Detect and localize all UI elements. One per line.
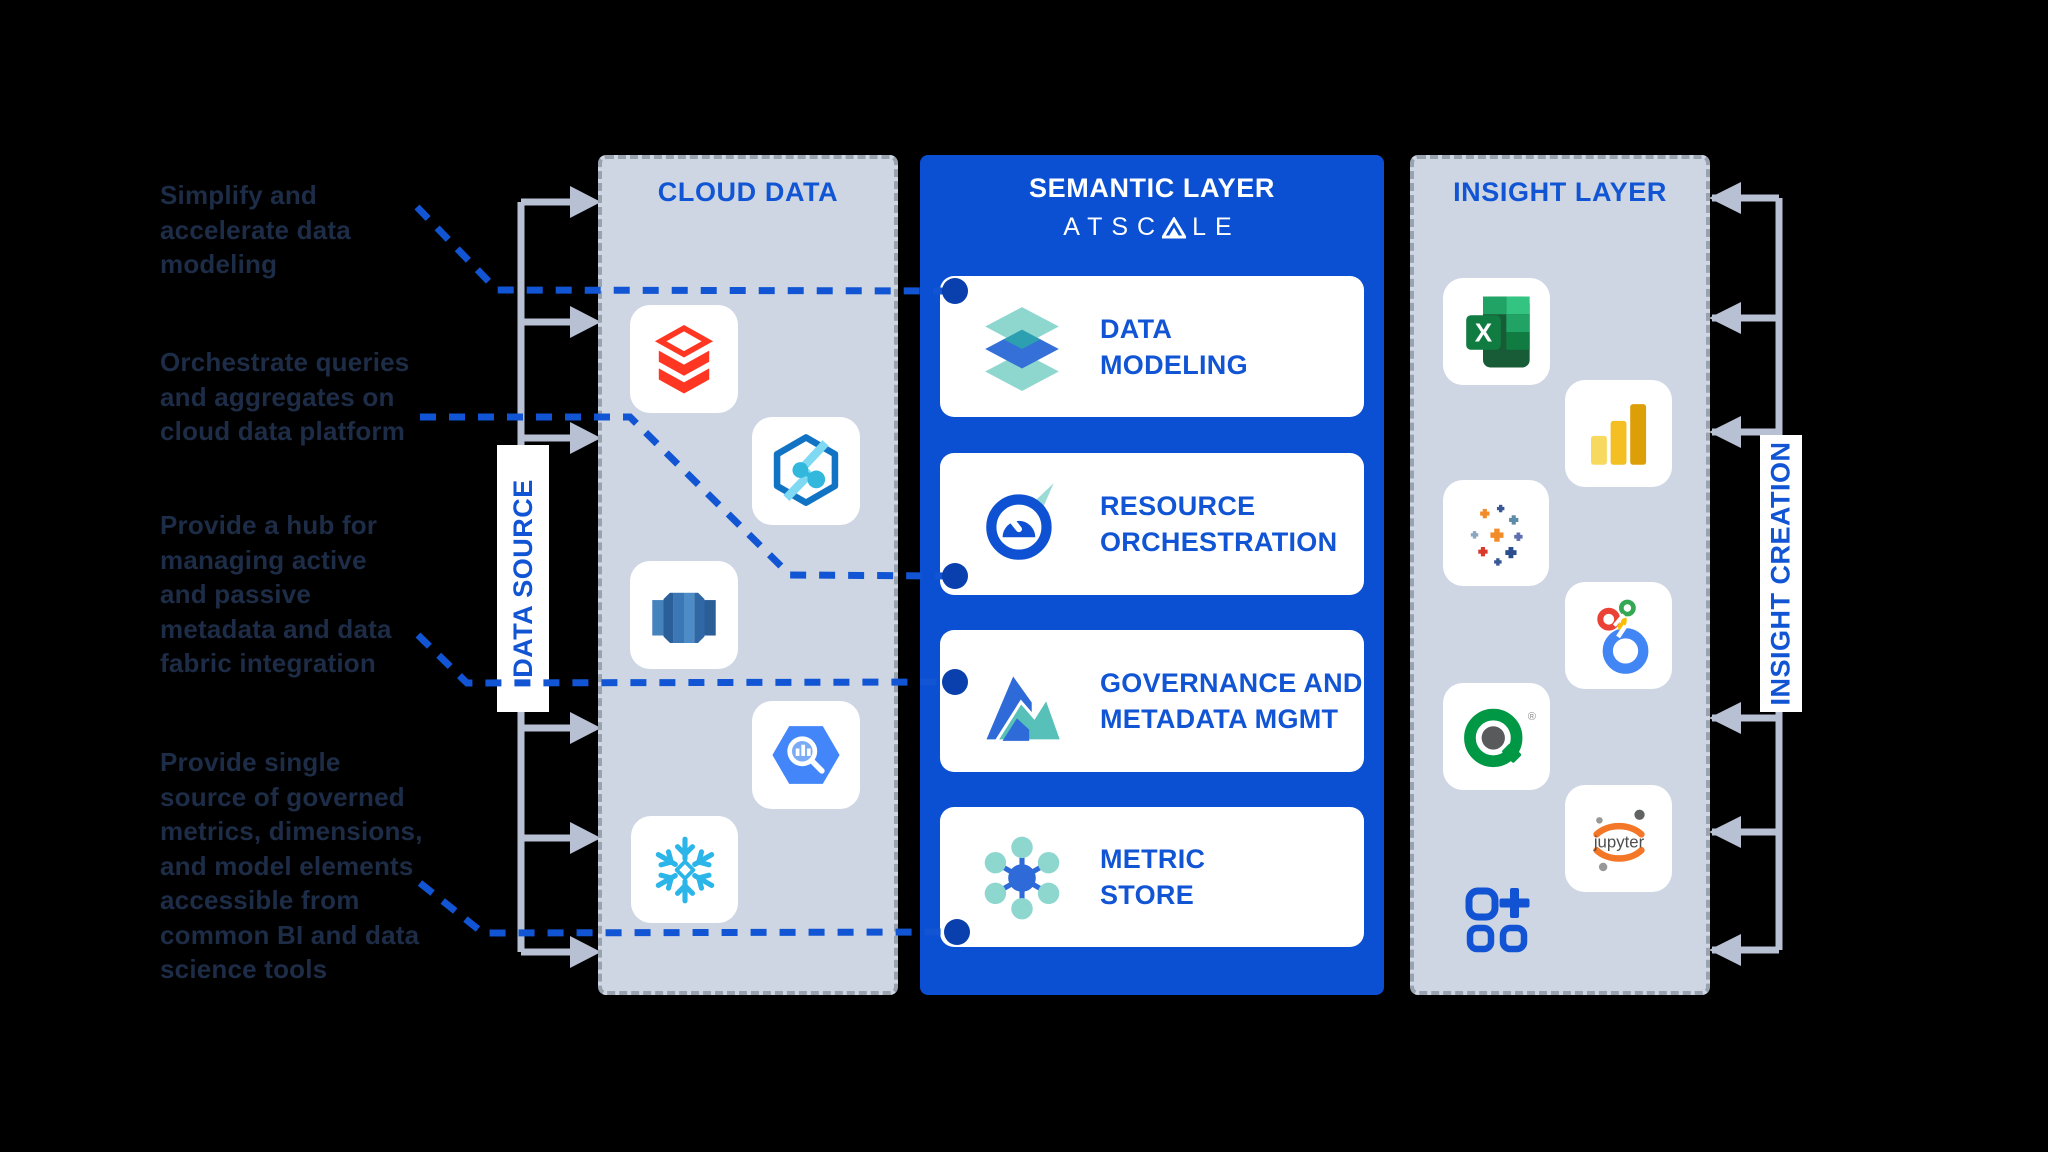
insight-creation-label: INSIGHT CREATION [1760, 435, 1802, 712]
arrowheads [570, 182, 1741, 968]
power-bi-icon [1565, 380, 1672, 487]
note-single-source: Provide single source of governed metric… [160, 747, 423, 984]
atscale-triangle-icon [1162, 216, 1187, 239]
excel-icon: X [1443, 278, 1550, 385]
svg-text:X: X [1474, 317, 1492, 347]
connector-resource-orchestration [420, 413, 949, 580]
connector-metric-store [417, 880, 951, 937]
jupyter-icon: jupyter [1565, 785, 1672, 892]
layered-diamonds-icon [985, 306, 1059, 391]
note-data-modeling: Simplify and accelerate data modeling [160, 180, 351, 279]
hub-spokes-icon [984, 836, 1060, 920]
connector-endpoint-dots [942, 278, 970, 945]
qlik-icon: ® [1443, 683, 1550, 790]
connector-data-modeling [414, 204, 949, 295]
connector-governance [415, 632, 949, 687]
cloud-data-title: CLOUD DATA [657, 177, 839, 207]
databricks-icon [630, 305, 738, 413]
svg-text:®: ® [1527, 711, 1536, 723]
google-bigquery-icon [752, 701, 860, 809]
area-chart-icon [981, 670, 1065, 743]
snowflake-icon [631, 816, 738, 923]
looker-icon [1565, 582, 1672, 689]
data-source-label: DATA SOURCE [497, 445, 549, 712]
gauge-icon [986, 483, 1054, 560]
tableau-icon [1443, 480, 1549, 586]
amazon-redshift-icon [630, 561, 738, 669]
tableau-pluses [1470, 504, 1523, 566]
insight-layer-title: INSIGHT LAYER [1453, 177, 1667, 207]
atscale-logo: ATSC LE [1063, 213, 1241, 241]
note-metadata-hub: Provide a hub for managing active and pa… [160, 510, 392, 678]
azure-synapse-icon [752, 417, 860, 525]
semantic-layer-title: SEMANTIC LAYER [1029, 173, 1275, 203]
more-tools-icon [1463, 885, 1533, 955]
svg-text:jupyter: jupyter [1592, 832, 1644, 851]
note-orchestrate-queries: Orchestrate queries and aggregates on cl… [160, 347, 410, 446]
